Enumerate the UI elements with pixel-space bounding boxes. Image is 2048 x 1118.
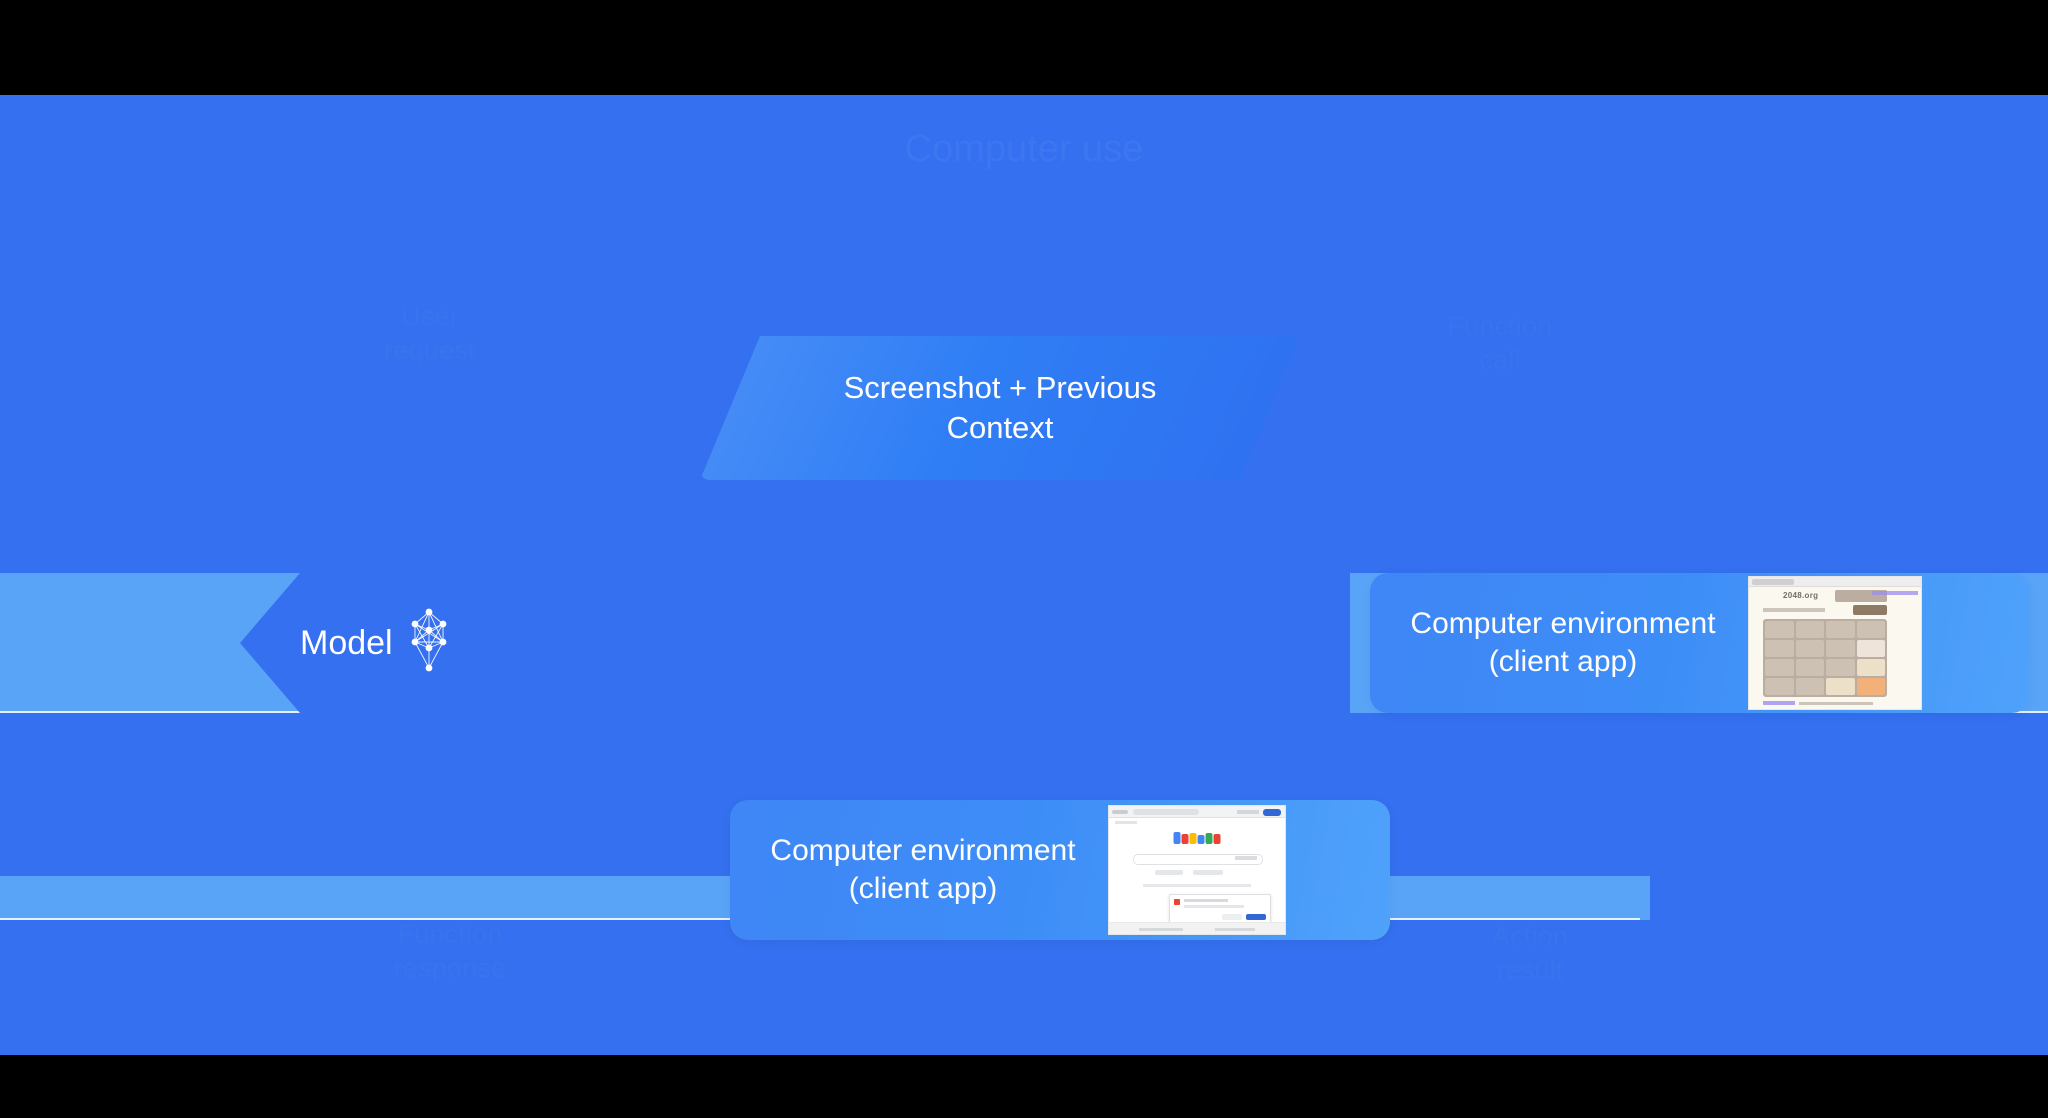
tile (1765, 659, 1794, 676)
dialog-body (1184, 905, 1244, 908)
footer-link (1763, 701, 1795, 705)
label-function-response-line2: response (393, 953, 507, 983)
tile (1765, 621, 1794, 638)
node-screenshot-context-label: Screenshot + Previous Context (835, 368, 1165, 447)
search-button[interactable] (1155, 870, 1183, 875)
tile (1826, 659, 1855, 676)
google-logo-icon (1173, 832, 1221, 844)
tile (1826, 640, 1855, 657)
address-bar[interactable] (1133, 808, 1199, 815)
browser-chrome-bar (1749, 577, 1921, 587)
header-links (1872, 591, 1918, 595)
label-function-call-line2: call (1479, 345, 1521, 375)
page-footer (1109, 922, 1285, 934)
env-top-label-line1: Computer environment (1410, 606, 1716, 640)
footer-links-right (1215, 928, 1255, 931)
label-function-response-line1: Function (397, 919, 503, 949)
tile-4 (1856, 659, 1885, 676)
context-label-line1: Screenshot + Previous (843, 370, 1157, 406)
search-hint (1235, 856, 1257, 860)
env-bottom-label-line1: Computer environment (770, 833, 1076, 867)
tile (1795, 621, 1824, 638)
env-bottom-label-line2: (client app) (848, 872, 998, 905)
dialog-title (1184, 899, 1228, 902)
label-user-request-line2: request (384, 335, 476, 365)
search-input[interactable] (1133, 854, 1263, 865)
bookmark-row (1115, 821, 1137, 824)
dialog-icon (1174, 899, 1180, 905)
context-label-line2: Context (946, 410, 1054, 445)
dialog-cancel-button[interactable] (1222, 914, 1242, 920)
toolbar-text (1237, 810, 1259, 814)
node-computer-environment-bottom[interactable]: Computer environment (client app) (730, 800, 1390, 940)
game-subtitle (1763, 608, 1825, 612)
label-user-request-line1: User (401, 301, 459, 331)
env-top-label-line2: (client app) (1488, 645, 1638, 678)
node-model-label: Model (300, 623, 393, 662)
label-function-call-line1: Function (1447, 311, 1553, 341)
game-2048-board[interactable] (1763, 619, 1887, 697)
signin-button[interactable] (1263, 808, 1281, 816)
tile (1795, 678, 1824, 695)
offered-languages (1143, 884, 1251, 887)
neural-network-icon (407, 606, 451, 680)
diagram-title: Computer use (904, 128, 1144, 170)
browser-tab (1752, 578, 1794, 585)
game-2048-site-title: 2048.org (1783, 591, 1819, 600)
node-computer-environment-top[interactable]: Computer environment (client app) 2048.o… (1370, 573, 2030, 713)
window-controls (1112, 809, 1128, 814)
lucky-button[interactable] (1193, 870, 1223, 875)
tile (1826, 621, 1855, 638)
dialog-confirm-button[interactable] (1246, 914, 1266, 920)
node-environment-bottom-label: Computer environment (client app) (748, 832, 1098, 909)
tile (1765, 640, 1794, 657)
label-action-result-line1: Action (1491, 921, 1569, 951)
dialog-popup[interactable] (1169, 894, 1271, 924)
tile (1765, 678, 1794, 695)
node-screenshot-context[interactable]: Screenshot + Previous Context (700, 336, 1300, 480)
google-search-thumbnail[interactable] (1108, 805, 1286, 935)
node-environment-top-label: Computer environment (client app) (1388, 605, 1738, 682)
game-2048-thumbnail[interactable]: 2048.org (1748, 576, 1922, 710)
tile-8 (1856, 678, 1885, 695)
footer-text (1799, 702, 1873, 705)
tile (1795, 659, 1824, 676)
node-model[interactable]: Model (240, 573, 1350, 713)
tile (1795, 640, 1824, 657)
label-action-result-line2: result (1496, 955, 1564, 985)
tile-4 (1826, 678, 1855, 695)
new-game-button[interactable] (1853, 605, 1887, 615)
footer-links-left (1139, 928, 1183, 931)
tile (1856, 621, 1885, 638)
tile-2 (1856, 640, 1885, 657)
